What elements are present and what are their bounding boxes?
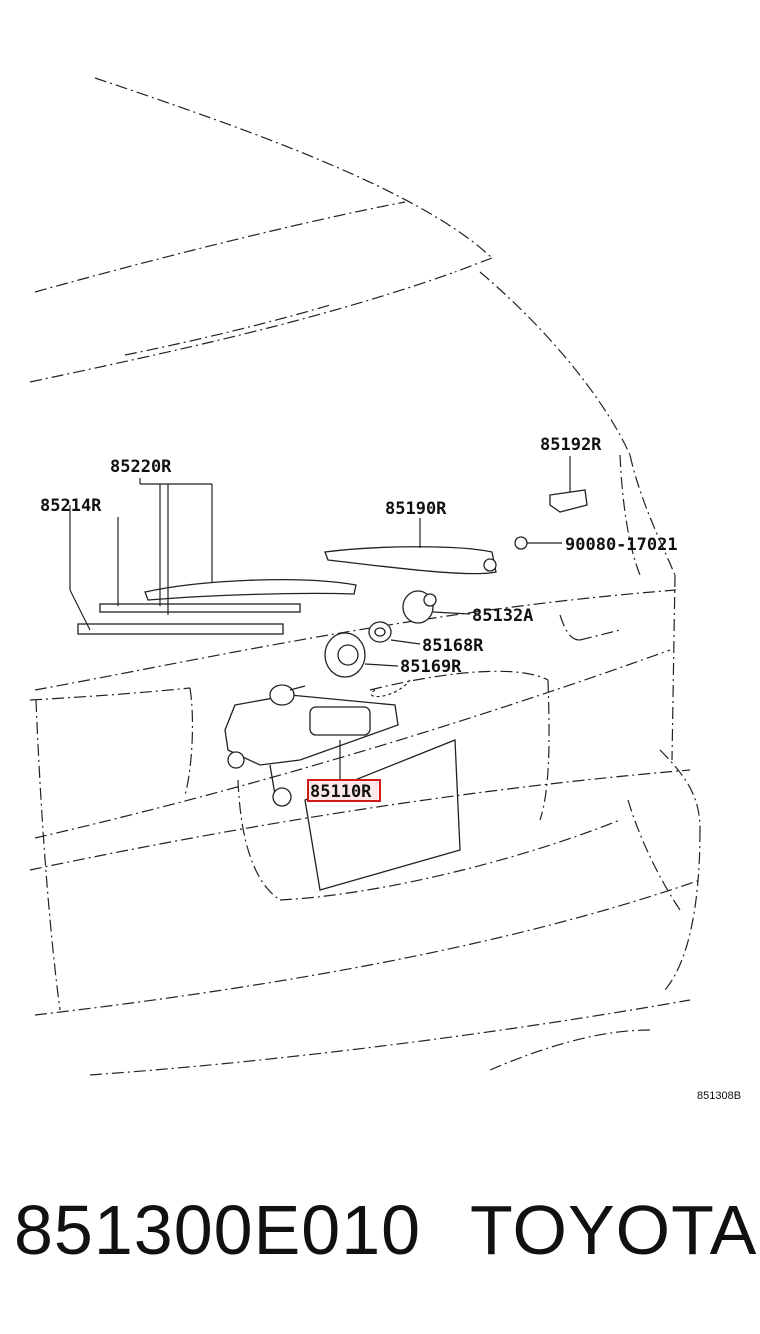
label-85110r: 85110R <box>310 782 372 802</box>
wiper-arm <box>324 518 497 575</box>
label-85220r: 85220R <box>110 457 172 477</box>
label-85169r: 85169R <box>400 657 462 677</box>
brand-name: TOYOTA <box>470 1191 758 1269</box>
label-85190r: 85190R <box>385 499 447 519</box>
figure-reference: 851308B <box>697 1090 741 1100</box>
label-90080-17021: 90080-17021 <box>565 535 678 555</box>
label-85214r: 85214R <box>40 496 102 516</box>
label-85192r: 85192R <box>540 435 602 455</box>
nut-90080 <box>514 536 562 550</box>
part-number: 851300E010 <box>14 1191 422 1269</box>
label-85168r: 85168R <box>422 636 484 656</box>
wiper-motor-85110r <box>224 679 411 807</box>
label-85132a: 85132A <box>472 606 533 626</box>
highlight-box <box>307 779 381 802</box>
grommet-85169r <box>324 632 399 678</box>
wiper-blade <box>69 478 357 635</box>
vehicle-outline <box>29 77 701 1076</box>
clip-85192r <box>549 456 588 513</box>
rear-wiper-parts-diagram: 85220R 85214R 85190R 85192R 90080-17021 … <box>29 77 741 1100</box>
washer-85168r <box>368 621 421 645</box>
cap-85132a <box>402 590 471 624</box>
